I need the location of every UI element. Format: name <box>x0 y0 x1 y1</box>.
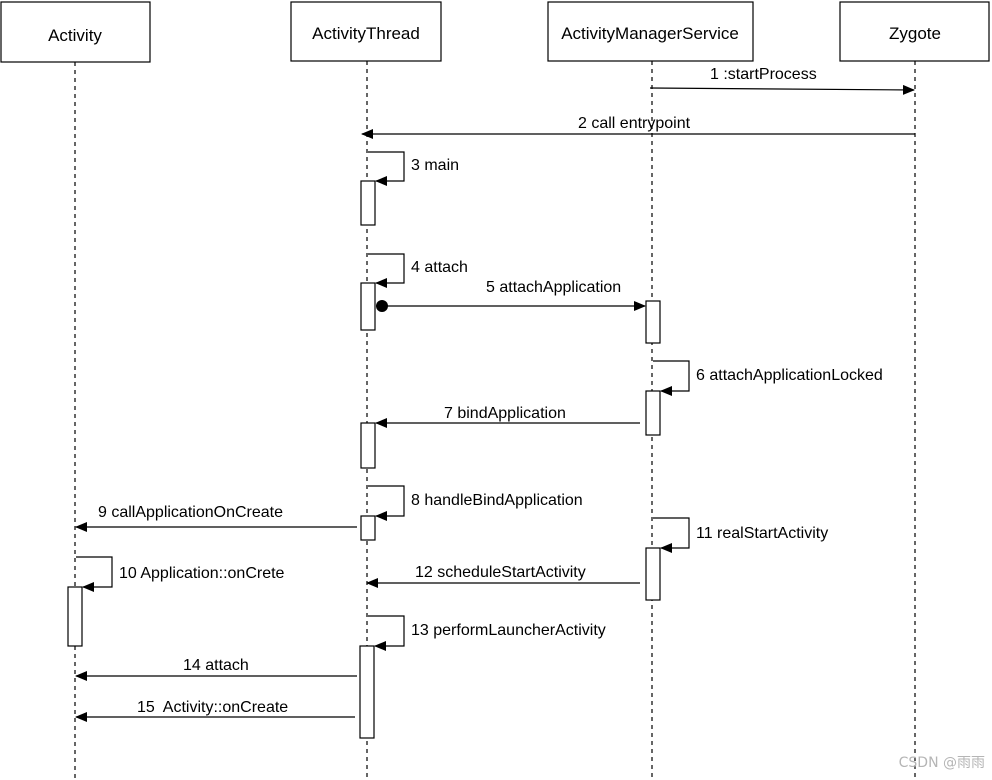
participant-ams[interactable]: ActivityManagerService <box>547 1 754 62</box>
message-1-label: 1 :startProcess <box>710 66 817 83</box>
message-2-label: 2 call entrypoint <box>578 115 691 132</box>
message-14-label: 14 attach <box>183 657 249 674</box>
activation-bar <box>359 645 375 739</box>
activation-bar <box>360 282 376 331</box>
message-15[interactable]: 15 Activity::onCreate <box>75 699 355 722</box>
message-11-label: 11 realStartActivity <box>696 525 828 542</box>
message-8[interactable]: 8 handleBindApplication <box>368 485 583 521</box>
participant-activity-thread-label: ActivityThread <box>312 24 420 43</box>
message-5[interactable]: 5 attachApplication <box>376 279 646 312</box>
message-9[interactable]: 9 callApplicationOnCreate <box>75 504 357 532</box>
message-10-label: 10 Application::onCrete <box>119 565 285 582</box>
participant-activity[interactable]: Activity <box>0 1 151 63</box>
message-12[interactable]: 12 scheduleStartActivity <box>366 564 640 588</box>
activation-bar <box>67 586 83 647</box>
message-11[interactable]: 11 realStartActivity <box>653 517 828 553</box>
message-7[interactable]: 7 bindApplication <box>375 405 640 428</box>
message-6[interactable]: 6 attachApplicationLocked <box>653 360 883 396</box>
message-5-label: 5 attachApplication <box>486 279 621 296</box>
participant-activity-label: Activity <box>48 26 102 45</box>
message-7-label: 7 bindApplication <box>444 405 566 422</box>
participant-zygote-label: Zygote <box>889 24 941 43</box>
message-14[interactable]: 14 attach <box>75 657 357 681</box>
message-3[interactable]: 3 main <box>368 151 459 186</box>
message-13[interactable]: 13 performLauncherActivity <box>368 615 606 651</box>
activation-bar <box>360 515 376 541</box>
activation-bar <box>645 390 661 436</box>
participant-activity-thread[interactable]: ActivityThread <box>290 1 442 62</box>
participant-ams-label: ActivityManagerService <box>561 24 739 43</box>
message-15-label: 15 Activity::onCreate <box>137 699 288 716</box>
message-12-label: 12 scheduleStartActivity <box>415 564 586 581</box>
activation-bar <box>645 547 661 601</box>
message-2[interactable]: 2 call entrypoint <box>361 115 915 139</box>
activation-bar <box>645 300 661 344</box>
message-4-label: 4 attach <box>411 259 468 276</box>
watermark-text: CSDN @雨雨 <box>899 755 985 771</box>
message-4[interactable]: 4 attach <box>368 253 468 288</box>
activation-bar <box>360 422 376 469</box>
message-9-label: 9 callApplicationOnCreate <box>98 504 283 521</box>
message-3-label: 3 main <box>411 157 459 174</box>
message-13-label: 13 performLauncherActivity <box>411 622 606 639</box>
participant-zygote[interactable]: Zygote <box>839 1 990 62</box>
message-8-label: 8 handleBindApplication <box>411 492 583 509</box>
message-1[interactable]: 1 :startProcess <box>649 66 915 95</box>
activation-bar <box>360 180 376 226</box>
message-6-label: 6 attachApplicationLocked <box>696 367 883 384</box>
message-10[interactable]: 10 Application::onCrete <box>76 556 285 592</box>
